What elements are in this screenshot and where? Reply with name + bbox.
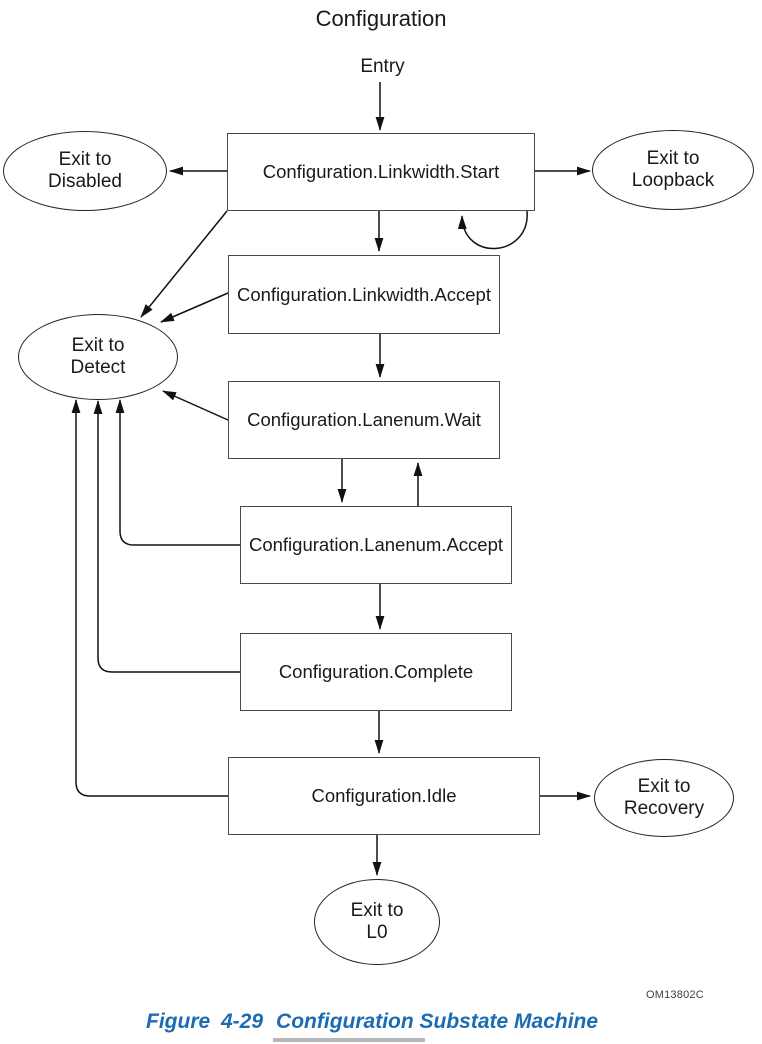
caption-underline: [273, 1038, 425, 1042]
exit-ellipse-loopback: Exit to Loopback: [592, 130, 754, 210]
exit-label-line1: Exit to: [646, 147, 700, 169]
state-box-linkwidth-start: Configuration.Linkwidth.Start: [227, 133, 535, 211]
entry-label: Entry: [360, 56, 405, 77]
state-box-lanenum-accept: Configuration.Lanenum.Accept: [240, 506, 512, 584]
exit-ellipse-l0: Exit to L0: [314, 879, 440, 965]
state-label: Configuration.Linkwidth.Start: [262, 161, 500, 182]
exit-label-line1: Exit to: [71, 334, 125, 356]
exit-ellipse-disabled: Exit to Disabled: [3, 131, 167, 211]
exit-ellipse-recovery: Exit to Recovery: [594, 759, 734, 837]
diagram-title: Configuration: [315, 6, 447, 31]
state-box-idle: Configuration.Idle: [228, 757, 540, 835]
state-box-linkwidth-accept: Configuration.Linkwidth.Accept: [228, 255, 500, 334]
exit-ellipse-detect: Exit to Detect: [18, 314, 178, 400]
exit-label-line2: Recovery: [623, 798, 705, 819]
state-label: Configuration.Complete: [278, 661, 474, 682]
state-label: Configuration.Lanenum.Wait: [247, 409, 481, 430]
exit-label-line1: Exit to: [637, 775, 691, 797]
figure-caption-number: Figure 4-29: [146, 1010, 264, 1033]
figure-caption-title: Configuration Substate Machine: [276, 1010, 599, 1033]
exit-label-line2: L0: [366, 922, 388, 943]
figure-code: OM13802C: [646, 989, 704, 1001]
exit-label-line2: Detect: [70, 357, 126, 378]
exit-label-line1: Exit to: [58, 148, 112, 170]
state-label: Configuration.Linkwidth.Accept: [236, 283, 491, 305]
figure-caption: Figure 4-29 Configuration Substate Machin…: [146, 1010, 598, 1034]
state-label: Configuration.Idle: [311, 785, 457, 806]
state-box-lanenum-wait: Configuration.Lanenum.Wait: [228, 381, 500, 459]
exit-label-line2: Disabled: [48, 171, 122, 192]
exit-label-line2: Loopback: [631, 170, 715, 191]
state-label: Configuration.Lanenum.Accept: [248, 534, 504, 555]
exit-label-line1: Exit to: [350, 899, 404, 921]
state-box-complete: Configuration.Complete: [240, 633, 512, 711]
